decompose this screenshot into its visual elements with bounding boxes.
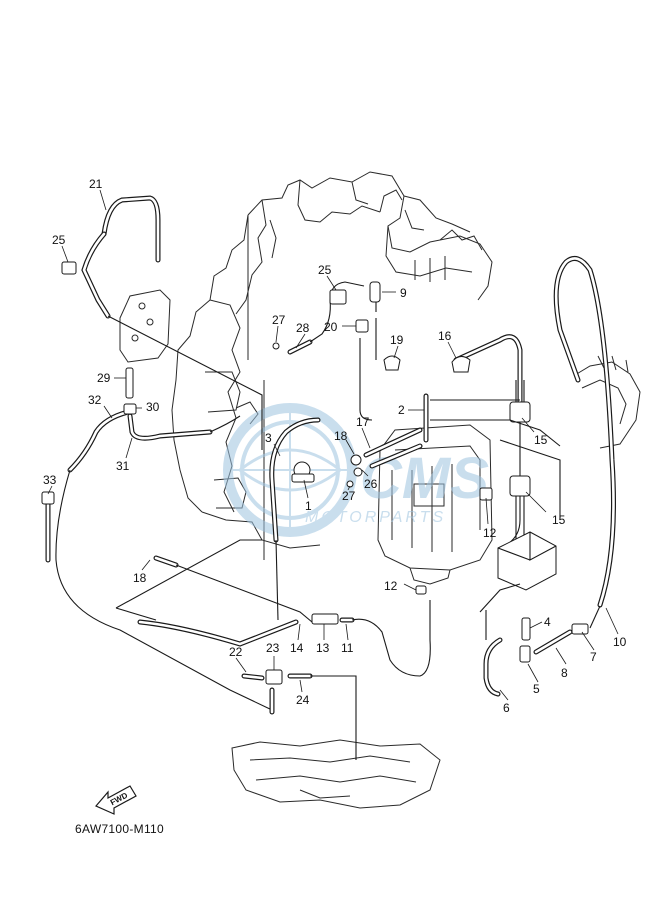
callout-11: 11 xyxy=(341,641,354,655)
callout-14: 14 xyxy=(290,641,304,655)
callout-10: 10 xyxy=(613,635,627,649)
engine-block-outline xyxy=(119,171,641,809)
callout-6: 6 xyxy=(503,701,510,715)
callout-17: 17 xyxy=(356,415,370,429)
callout-12: 12 xyxy=(384,579,398,593)
watermark-subtitle: MOTORPARTS xyxy=(305,509,446,526)
watermark-logo: CMS MOTORPARTS xyxy=(223,403,489,537)
callout-18: 18 xyxy=(334,429,348,443)
callout-5: 5 xyxy=(533,682,540,696)
callout-26: 26 xyxy=(364,477,378,491)
callout-22: 22 xyxy=(229,645,243,659)
callout-numbers: 21 25 25 9 27 28 20 19 16 29 32 30 2 17 … xyxy=(43,177,627,715)
callout-19: 19 xyxy=(390,333,404,347)
callout-15: 15 xyxy=(552,513,566,527)
callout-13: 13 xyxy=(316,641,330,655)
callout-27: 27 xyxy=(272,313,286,327)
callout-3: 3 xyxy=(265,431,272,445)
leader-lines xyxy=(47,189,619,701)
callout-31: 31 xyxy=(116,459,130,473)
callout-21: 21 xyxy=(89,177,103,191)
callout-33: 33 xyxy=(43,473,57,487)
watermark-brand: CMS xyxy=(360,446,489,511)
callout-30: 30 xyxy=(146,400,160,414)
callout-16: 16 xyxy=(438,329,452,343)
callout-25: 25 xyxy=(52,233,66,247)
callout-12: 12 xyxy=(483,526,497,540)
callout-28: 28 xyxy=(296,321,310,335)
callout-18: 18 xyxy=(133,571,147,585)
callout-32: 32 xyxy=(88,393,102,407)
callout-25: 25 xyxy=(318,263,332,277)
callout-7: 7 xyxy=(590,650,597,664)
callout-1: 1 xyxy=(305,499,312,513)
hose-routing xyxy=(41,195,616,760)
fwd-arrow-icon: FWD xyxy=(95,785,137,815)
callout-24: 24 xyxy=(296,693,310,707)
callout-23: 23 xyxy=(266,641,280,655)
callout-20: 20 xyxy=(324,320,338,334)
callout-29: 29 xyxy=(97,371,111,385)
callout-8: 8 xyxy=(561,666,568,680)
callout-2: 2 xyxy=(398,403,405,417)
callout-9: 9 xyxy=(400,286,407,300)
callout-4: 4 xyxy=(544,615,551,629)
callout-27: 27 xyxy=(342,489,356,503)
diagram-code: 6AW7100-M110 xyxy=(75,822,164,836)
callout-15: 15 xyxy=(534,433,548,447)
